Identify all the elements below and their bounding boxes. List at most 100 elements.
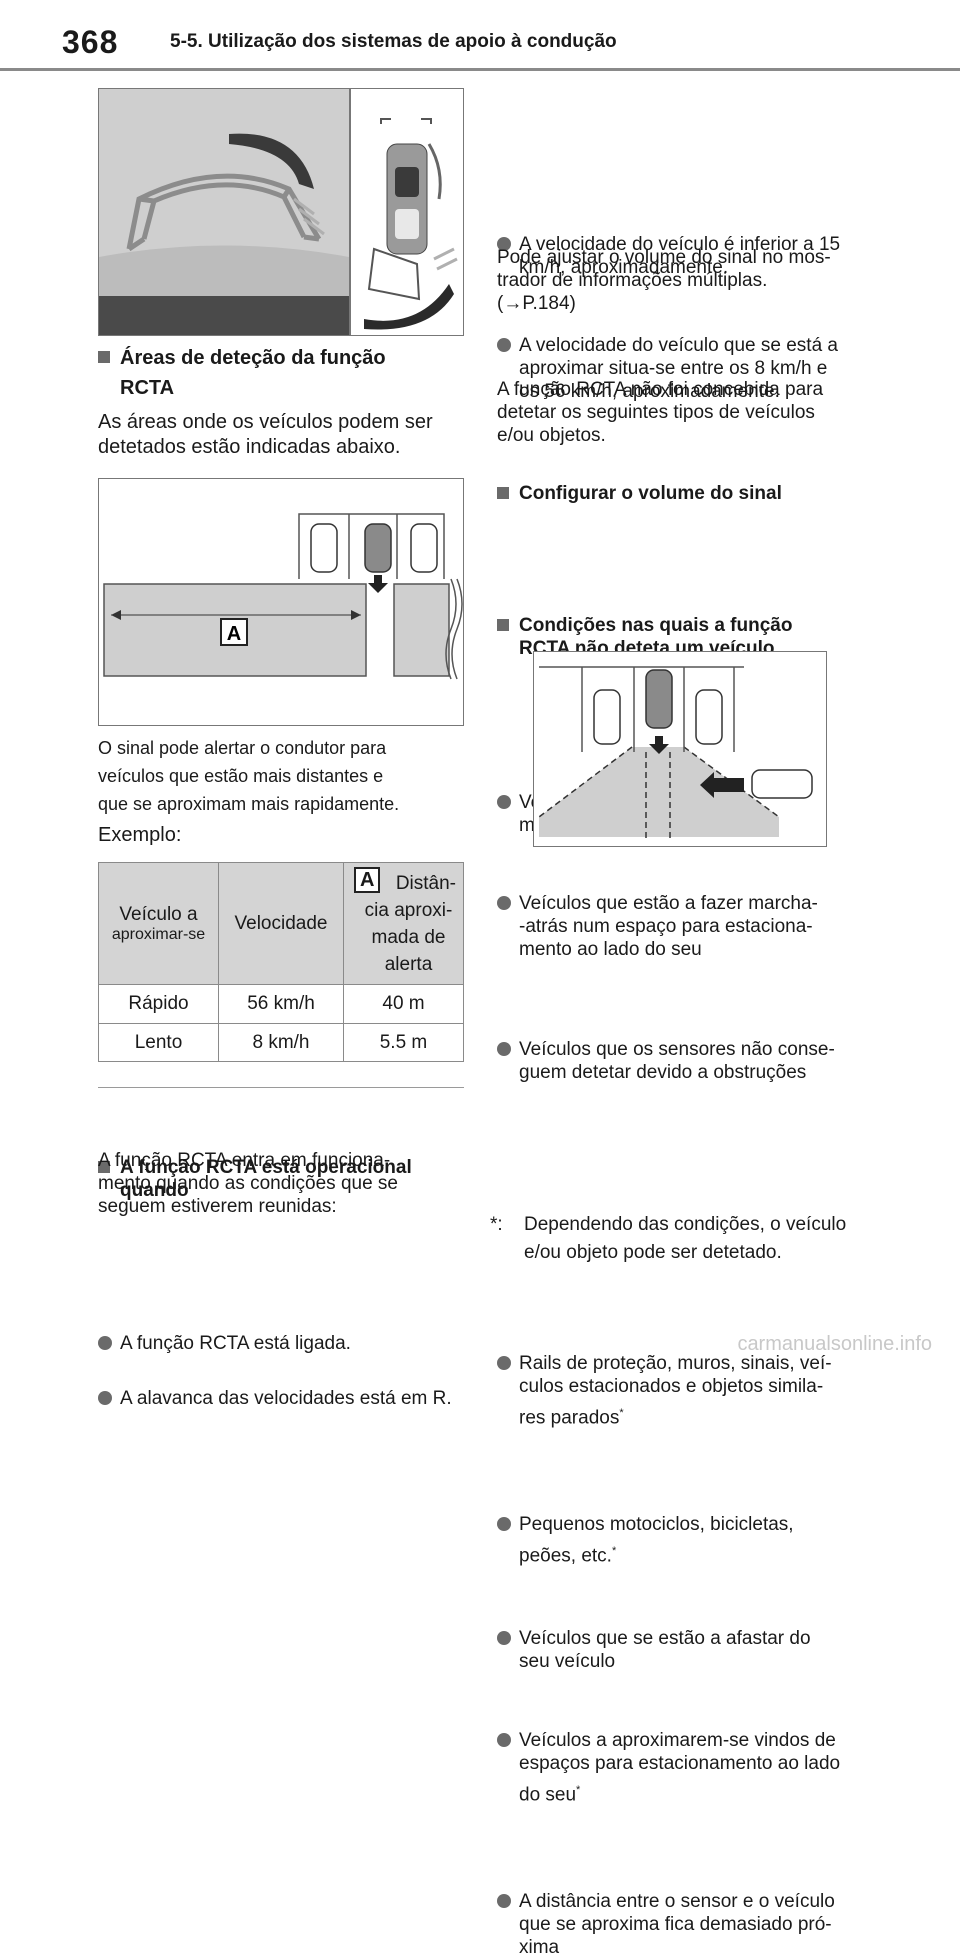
table-header-vehicle: Veículo a aproximar-se bbox=[98, 862, 219, 985]
conditions-heading-line1: Condições nas quais a função bbox=[519, 615, 793, 636]
conditions-text-line1: A função RCTA não foi concebida para bbox=[497, 379, 824, 400]
list-item-line: do seu* bbox=[519, 1779, 889, 1806]
list-item-line: -atrás num espaço para estaciona- bbox=[519, 916, 813, 937]
list-item-line: peões, etc.* bbox=[519, 1540, 889, 1567]
bullet-icon bbox=[497, 338, 511, 352]
areas-heading: Áreas de deteção da função RCTA bbox=[98, 343, 960, 403]
alert-text: O sinal pode alertar o condutor para veí… bbox=[98, 734, 399, 818]
bullet-icon bbox=[497, 1630, 511, 1645]
list-item-line: Veículos a aproximarem-se vindos de bbox=[519, 1729, 836, 1751]
bullet-icon bbox=[497, 1893, 511, 1908]
list-item-line: mento ao lado do seu bbox=[519, 939, 702, 960]
table-cell: 56 km/h bbox=[218, 984, 344, 1024]
bullet-icon bbox=[497, 237, 511, 251]
operational-heading-line1: A função RCTA está operacional bbox=[120, 1157, 412, 1178]
rcta-illustration bbox=[99, 89, 458, 335]
list-item: Veículos a aproximarem-se vindos de espa… bbox=[497, 1729, 889, 1806]
footnote-asterisk: * bbox=[611, 1545, 617, 1558]
detection-area-diagram: A bbox=[103, 513, 463, 680]
areas-text-line1: As áreas onde os veículos podem ser bbox=[98, 411, 433, 433]
list-item-line: Veículos que se estão a afastar do bbox=[519, 1627, 811, 1649]
list-item: Rails de proteção, muros, sinais, veí- c… bbox=[497, 1352, 889, 1429]
list-item-line: Veículos que os sensores não conse- bbox=[519, 1039, 835, 1060]
volume-text-line1: Pode ajustar o volume do sinal no mos- bbox=[497, 247, 831, 268]
list-item: A velocidade do veículo é inferior a 15 … bbox=[497, 233, 889, 279]
list-item-line: km/h, aproximadamente. bbox=[519, 257, 729, 278]
bullet-icon bbox=[98, 1391, 112, 1405]
bullet-icon bbox=[497, 1732, 511, 1747]
example-label: Exemplo: bbox=[98, 824, 182, 846]
obstruction-figure bbox=[533, 651, 827, 847]
table-cell: 8 km/h bbox=[218, 1023, 344, 1062]
volume-text: Pode ajustar o volume do sinal no mos- t… bbox=[497, 246, 831, 315]
square-bullet-icon bbox=[98, 351, 110, 363]
footnote-line1: Dependendo das condições, o veículo bbox=[524, 1214, 847, 1235]
footnote-asterisk: * bbox=[576, 1783, 581, 1796]
table-cell: Rápido bbox=[98, 984, 219, 1024]
list-item-line: que se aproxima fica demasiado pró- bbox=[519, 1913, 832, 1935]
volume-heading: Configurar o volume do sinal bbox=[497, 482, 960, 505]
bullet-icon bbox=[497, 896, 511, 910]
square-bullet-icon bbox=[497, 619, 509, 631]
list-item-line-text: res parados bbox=[519, 1407, 620, 1429]
table-row: Lento 8 km/h 5.5 m bbox=[98, 1023, 464, 1062]
table-header-distance-line4: alerta bbox=[384, 953, 433, 975]
list-item-line: culos estacionados e objetos simila- bbox=[519, 1376, 824, 1397]
list-item-text: A função RCTA está ligada. bbox=[120, 1333, 351, 1354]
square-bullet-icon bbox=[98, 1161, 110, 1173]
bullet-icon bbox=[497, 795, 511, 809]
list-item: Veículos que estão a fazer marcha- -atrá… bbox=[497, 892, 889, 961]
list-item: A distância entre o sensor e o veículo q… bbox=[497, 1890, 889, 1959]
volume-heading-text: Configurar o volume do sinal bbox=[519, 483, 782, 504]
area-label-a: A bbox=[227, 623, 241, 645]
list-item: Pequenos motociclos, bicicletas, peões, … bbox=[497, 1513, 889, 1567]
obstruction-diagram bbox=[538, 666, 813, 842]
conditions-text-line3: e/ou objetos. bbox=[497, 425, 606, 446]
footnote-mark: *: bbox=[490, 1214, 503, 1235]
header-rule bbox=[0, 68, 960, 71]
page-reference: (→P.184) bbox=[497, 293, 576, 314]
list-item-line: guem detetar devido a obstruções bbox=[519, 1062, 807, 1083]
list-item: Veículos que se estão a afastar do seu v… bbox=[497, 1627, 889, 1673]
list-item: A alavanca das velocidades está em R. bbox=[98, 1387, 500, 1410]
rcta-illustration-figure bbox=[98, 88, 464, 336]
table-header-distance-line3: mada de bbox=[371, 926, 446, 948]
list-item-line: os 56 km/h, aproximadamente. bbox=[519, 381, 780, 402]
bullet-icon bbox=[497, 1356, 511, 1370]
table-cell: 40 m bbox=[343, 984, 464, 1024]
list-item: A velocidade do veículo que se está a ap… bbox=[497, 334, 889, 403]
list-item-line: res parados* bbox=[519, 1402, 889, 1429]
footnote-line2: e/ou objeto pode ser detetado. bbox=[524, 1242, 782, 1263]
table-cell: 5.5 m bbox=[343, 1023, 464, 1062]
alert-text-line2: veículos que estão mais distantes e bbox=[98, 766, 384, 786]
section-title: 5-5. Utilização dos sistemas de apoio à … bbox=[170, 31, 617, 52]
table-header-vehicle-line2: aproximar-se bbox=[111, 925, 206, 943]
table-header-distance-line2: cia aproxi- bbox=[364, 899, 453, 921]
list-item-line: Pequenos motociclos, bicicletas, bbox=[519, 1514, 794, 1536]
conditions-text: A função RCTA não foi concebida para det… bbox=[497, 378, 823, 447]
list-item-line-text: peões, etc. bbox=[519, 1545, 612, 1567]
volume-text-line2: trador de informações múltiplas. bbox=[497, 270, 768, 291]
areas-text: As áreas onde os veículos podem ser dete… bbox=[98, 410, 433, 460]
list-item-line: espaços para estacionamento ao lado bbox=[519, 1752, 841, 1774]
detection-area-figure: A bbox=[98, 478, 464, 726]
table-header-distance-text: Distân- cia aproxi- mada de alerta bbox=[345, 870, 462, 978]
table-row: Rápido 56 km/h 40 m bbox=[98, 984, 464, 1024]
footnote: *: Dependendo das condições, o veículo e… bbox=[490, 1211, 870, 1267]
table-cell: Lento bbox=[98, 1023, 219, 1062]
areas-heading-line1: Áreas de deteção da função bbox=[120, 347, 386, 369]
bullet-icon bbox=[497, 1042, 511, 1056]
operational-text-line2: mento quando as condições que se bbox=[98, 1173, 398, 1194]
table-header-distance: A Distân- cia aproxi- mada de alerta bbox=[343, 862, 464, 985]
operational-heading: A função RCTA está operacional quando bbox=[98, 1156, 960, 1202]
areas-text-line2: detetados estão indicadas abaixo. bbox=[98, 436, 401, 458]
alert-text-line1: O sinal pode alertar o condutor para bbox=[98, 738, 387, 758]
operational-text: A função RCTA entra em funciona- mento q… bbox=[98, 1149, 398, 1218]
list-item-line: xima bbox=[519, 1936, 560, 1958]
conditions-text-line2: detetar os seguintes tipos de veículos bbox=[497, 402, 815, 423]
list-item-line-text: do seu bbox=[519, 1783, 577, 1805]
list-item: Veículos que os sensores não conse- guem… bbox=[497, 1038, 889, 1084]
operational-text-line3: seguem estiverem reunidas: bbox=[98, 1196, 337, 1217]
square-bullet-icon bbox=[497, 487, 509, 499]
footnote-text: Dependendo das condições, o veículo e/ou… bbox=[490, 1211, 870, 1267]
